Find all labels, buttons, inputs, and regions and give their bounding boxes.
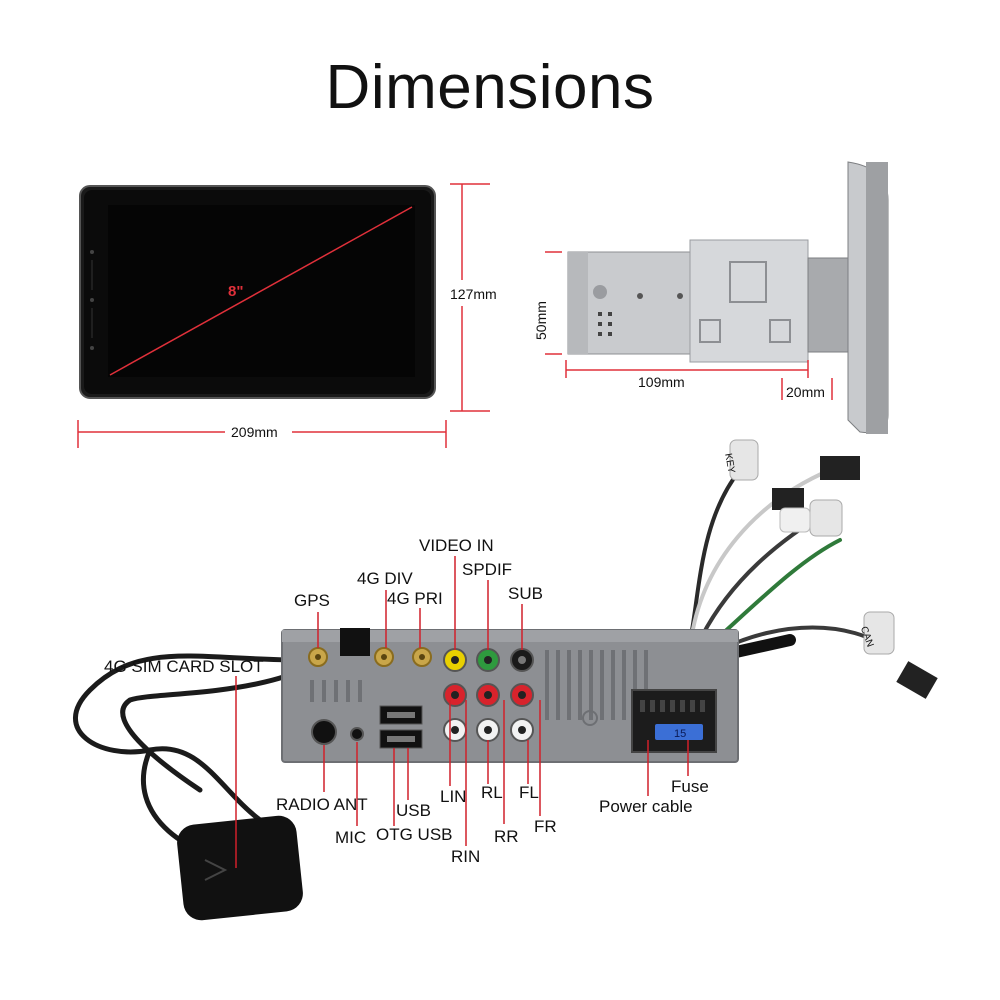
- mic-label: MIC: [335, 828, 367, 847]
- height-dimension: [450, 183, 490, 412]
- panel-depth-label: 20mm: [784, 384, 827, 400]
- fl-label: FL: [519, 783, 539, 802]
- lin-label: LIN: [440, 787, 467, 806]
- video-in-label: VIDEO IN: [419, 536, 494, 555]
- key-cable-tag: KEY: [722, 452, 737, 475]
- fr-label: FR: [534, 817, 557, 836]
- radio-ant-label: RADIO ANT: [276, 795, 368, 814]
- usb-label: USB: [396, 801, 431, 820]
- sub-label: SUB: [508, 584, 543, 603]
- page-title: Dimensions: [325, 53, 655, 122]
- height-label: 127mm: [448, 286, 499, 302]
- power-cable-label: Power cable: [599, 797, 693, 816]
- div-4g-label: 4G DIV: [357, 569, 413, 588]
- diagonal-line: [109, 206, 413, 376]
- depth-height-label: 50mm: [533, 301, 549, 340]
- pointer-lines: [235, 556, 689, 868]
- diagonal-label: 8": [228, 283, 244, 300]
- side-dimensions: [545, 251, 833, 400]
- fuse-label: Fuse: [671, 777, 709, 796]
- side-view: [567, 161, 889, 434]
- width-dimension: [77, 420, 447, 448]
- rl-label: RL: [481, 783, 503, 802]
- cable-tags: [729, 439, 938, 699]
- rear-chassis: [281, 628, 739, 763]
- spdif-label: SPDIF: [462, 560, 513, 579]
- rin-label: RIN: [451, 847, 481, 866]
- sim-slot-label: 4G SIM CARD SLOT: [104, 657, 264, 676]
- gps-label: GPS: [294, 591, 330, 610]
- width-label: 209mm: [229, 424, 280, 440]
- pri-4g-label: 4G PRI: [387, 589, 443, 608]
- sim-card-module: [177, 815, 303, 921]
- depth-label: 109mm: [636, 374, 687, 390]
- fuse-value: 15: [674, 728, 687, 740]
- otg-usb-label: OTG USB: [376, 825, 453, 844]
- front-view: [79, 185, 436, 399]
- rr-label: RR: [494, 827, 519, 846]
